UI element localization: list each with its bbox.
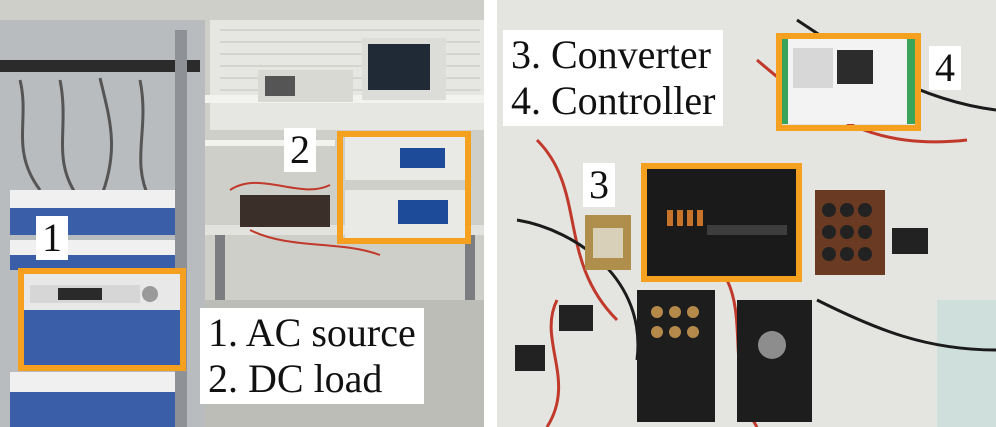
marker-1: 1 — [36, 216, 68, 260]
marker-3: 3 — [583, 163, 615, 207]
legend-dc-load: 2. DC load — [208, 356, 383, 401]
marker-4: 4 — [929, 46, 961, 90]
legend-controller: 4. Controller — [511, 78, 716, 123]
lab-bench-photo — [0, 0, 484, 427]
marker-2: 2 — [284, 128, 316, 172]
legend-ac-source: 1. AC source — [208, 310, 416, 355]
ac-source-highlight-box — [18, 268, 186, 371]
converter-highlight-box — [641, 163, 802, 282]
right-photo-panel: 3 4 3. Converter 4. Controller — [497, 0, 996, 427]
left-photo-panel: 1 2 1. AC source 2. DC load — [0, 0, 484, 427]
dc-load-highlight-box — [337, 131, 471, 244]
left-legend: 1. AC source 2. DC load — [200, 308, 424, 404]
legend-converter: 3. Converter — [511, 32, 711, 77]
right-legend: 3. Converter 4. Controller — [503, 30, 724, 126]
controller-highlight-box — [776, 33, 921, 131]
